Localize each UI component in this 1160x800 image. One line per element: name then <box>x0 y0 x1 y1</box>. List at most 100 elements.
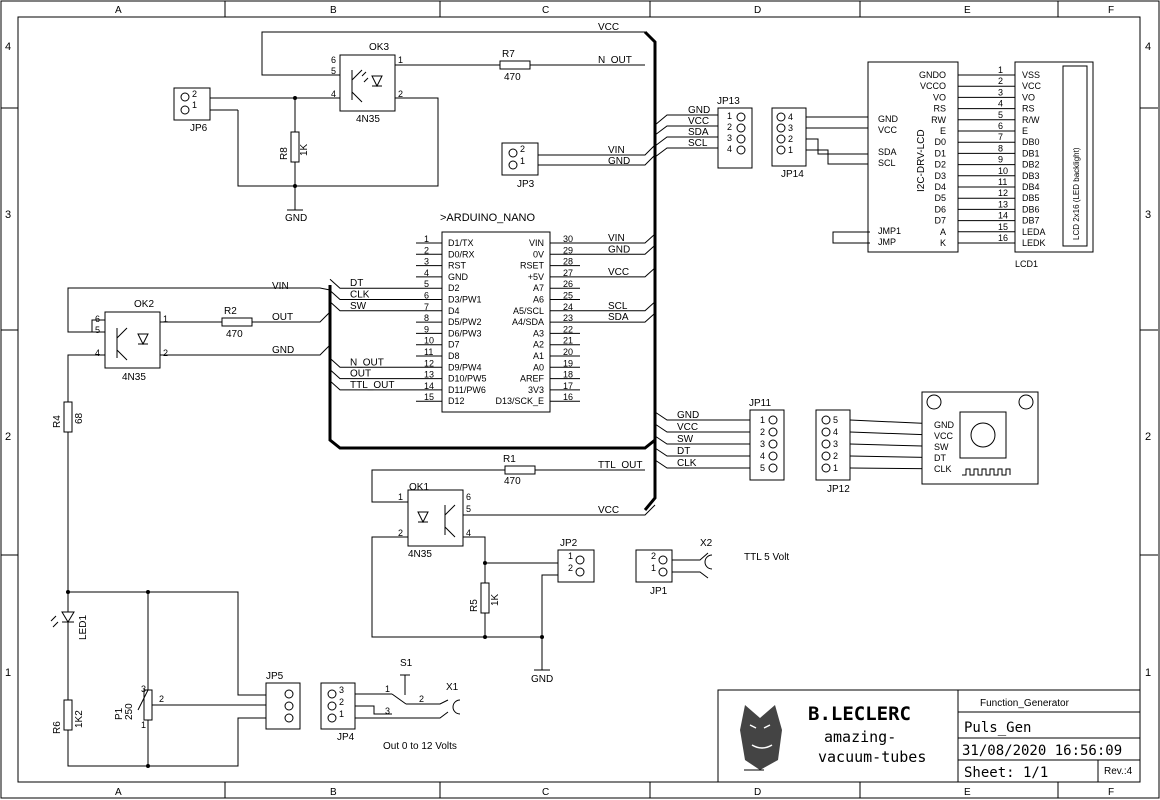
driver-right-pin: E <box>940 126 946 136</box>
jp11-pin: 5 <box>760 463 765 473</box>
jp3-pin1: 1 <box>520 156 525 166</box>
frame-row-left: 4 <box>5 41 11 53</box>
r8-value: 1K <box>299 143 310 156</box>
arduino-pin-num: 25 <box>563 291 573 301</box>
jp13-header[interactable] <box>717 107 753 169</box>
lcd-pin-name: E <box>1022 126 1028 136</box>
jp12-pin: 5 <box>833 415 838 425</box>
driver-left-pin: JMP1 <box>878 226 901 236</box>
arduino-pin-name: D5/PW2 <box>448 317 482 327</box>
net-vcc-ok1: VCC <box>598 505 619 516</box>
arduino-pin-name: D9/PW4 <box>448 362 482 372</box>
ok1-section: TTL_OUT R1 470 OK1 4N35 1 2 6 5 4 VCC R5… <box>371 454 656 685</box>
driver-right-pin: A <box>940 227 946 237</box>
arduino-pin-name: D8 <box>448 351 460 361</box>
jp4-header[interactable] <box>320 682 356 730</box>
arduino-pin-name: D10/PW5 <box>448 374 487 384</box>
lcd-ref: LCD1 <box>1015 259 1038 269</box>
frame-col-bottom: F <box>1108 787 1114 798</box>
jp3-header[interactable] <box>501 142 539 176</box>
lcd-pin-name: RS <box>1022 104 1035 114</box>
i2c-driver-board <box>867 61 959 253</box>
arduino-pin-name: AREF <box>520 374 545 384</box>
frame-col-top: B <box>330 5 337 16</box>
r2-resistor <box>221 317 253 327</box>
lcd-pin-num: 2 <box>998 76 1003 86</box>
jp5-ref: JP5 <box>266 671 284 682</box>
ok1-ref: OK1 <box>409 482 429 493</box>
jp11-net: GND <box>677 410 699 421</box>
r1-value: 470 <box>504 476 521 487</box>
driver-right-pin: D1 <box>934 148 946 158</box>
arduino-pin-name: D7 <box>448 340 460 350</box>
arduino-pin-num: 24 <box>563 302 573 312</box>
jp14-pin: 2 <box>788 134 793 144</box>
jp14-pin: 3 <box>788 123 793 133</box>
tagline-2: vacuum-tubes <box>818 748 926 766</box>
arduino-pin-num: 14 <box>424 381 434 391</box>
ok3-pin2: 2 <box>398 89 403 99</box>
net-vin-ok2: VIN <box>272 281 289 292</box>
arduino-right-net: VCC <box>608 267 629 278</box>
arduino-pin-name: A7 <box>533 283 544 293</box>
lcd-pin-num: 16 <box>998 233 1008 243</box>
led1-ref: LED1 <box>78 615 89 640</box>
jp4-pin1: 1 <box>339 709 344 719</box>
arduino-right-net: GND <box>608 244 630 255</box>
driver-left-pin: JMP <box>878 237 896 247</box>
arduino-pin-num: 13 <box>424 370 434 380</box>
jp1-pin1: 1 <box>651 563 656 573</box>
arduino-pin-num: 5 <box>424 279 429 289</box>
title-block: B.LECLERC amazing- vacuum-tubes Function… <box>717 689 1141 783</box>
arduino-pin-num: 23 <box>563 313 573 323</box>
jp11-net: DT <box>677 446 690 457</box>
arduino-pin-num: 30 <box>563 234 573 244</box>
jp1-header[interactable] <box>635 549 673 583</box>
r5-ref: R5 <box>469 599 480 612</box>
driver-left-pin: SDA <box>878 147 897 157</box>
jp2-header[interactable] <box>557 549 595 583</box>
lcd-pin-name: DB6 <box>1022 204 1040 214</box>
ok1-part: 4N35 <box>408 549 432 560</box>
jp13-net: GND <box>688 105 710 116</box>
arduino-pin-num: 18 <box>563 370 573 380</box>
jp3-ref: JP3 <box>517 179 535 190</box>
x1-ref: X1 <box>446 682 459 693</box>
main-bus <box>328 30 657 450</box>
arduino-left-net: TTL_OUT <box>350 380 394 391</box>
jp13-net: SCL <box>688 138 708 149</box>
driver-right-pin: D7 <box>934 216 946 226</box>
arduino-pin-num: 6 <box>424 291 429 301</box>
arduino-left-net: SW <box>350 301 367 312</box>
lcd-pin-num: 12 <box>998 188 1008 198</box>
jp6-pin1: 1 <box>192 100 197 110</box>
jp6-header[interactable] <box>173 87 211 121</box>
jp4-s1-x1-section: 3 2 1 JP4 S1 1 2 3 X1 Out 0 to 12 Volts <box>320 658 461 752</box>
arduino-title: >ARDUINO_NANO <box>440 212 535 224</box>
jp11-header[interactable] <box>749 409 785 481</box>
r6-ref: R6 <box>52 721 63 734</box>
ok1-optocoupler <box>407 489 464 547</box>
frame-col-bottom: D <box>754 787 761 798</box>
frame-col-top: F <box>1108 5 1114 16</box>
encoder-pin: DT <box>934 453 946 463</box>
frame-col-bottom: A <box>115 787 122 798</box>
frame-col-bottom: C <box>542 787 549 798</box>
ok1-pin1: 1 <box>398 492 403 502</box>
ok2-optocoupler <box>104 311 161 369</box>
s1-switch[interactable] <box>391 674 449 705</box>
r6-resistor <box>63 699 73 731</box>
arduino-pin-name: A3 <box>533 328 544 338</box>
arduino-left-net: DT <box>350 278 363 289</box>
arduino-pin-num: 2 <box>424 245 429 255</box>
jp6-ref: JP6 <box>190 123 208 134</box>
arduino-pin-name: VIN <box>529 238 544 248</box>
ok1-pin5: 5 <box>466 504 471 514</box>
jp5-header[interactable] <box>265 682 301 730</box>
frame-col-top: C <box>542 5 549 16</box>
r6-value: 1K2 <box>74 710 85 728</box>
